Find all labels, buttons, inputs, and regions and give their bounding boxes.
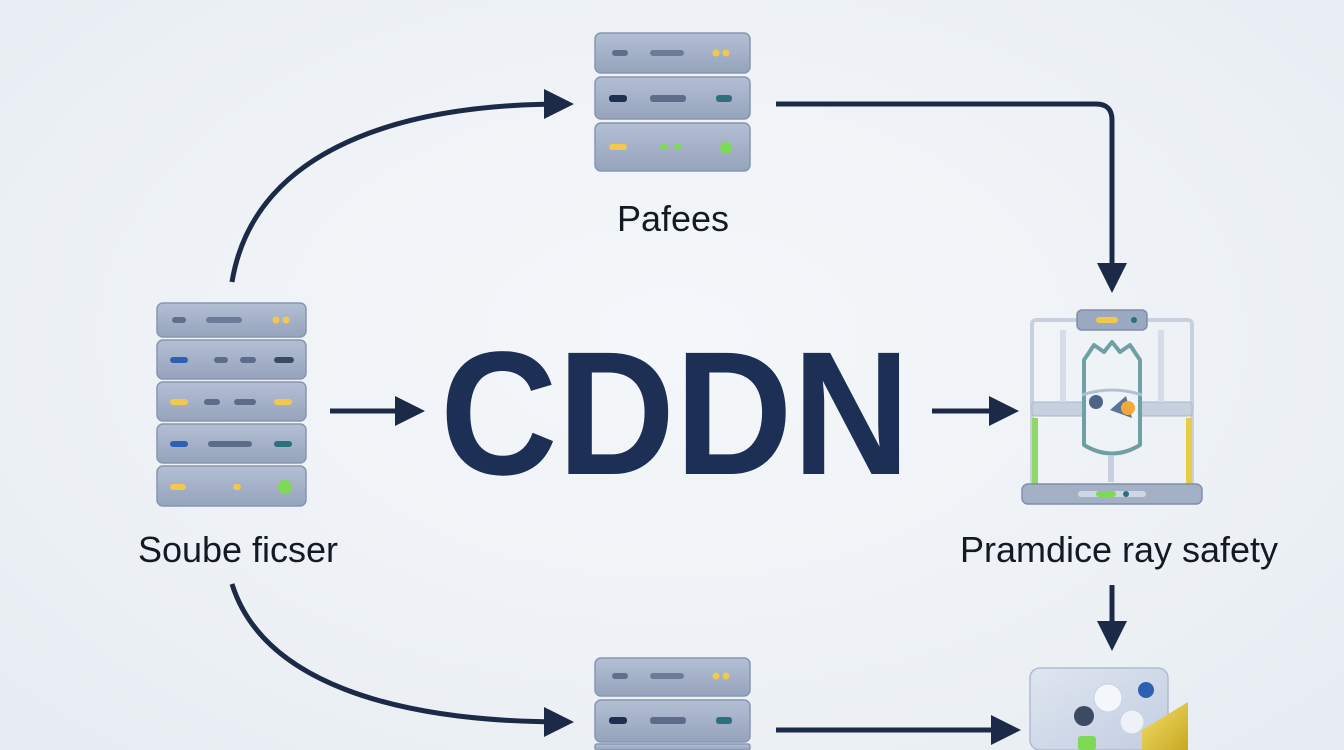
flow-arrows [229,89,1127,745]
right-node-label: Pramdice ray safety [960,529,1278,570]
server-stack-icon [594,32,751,172]
center-label: CDDN [440,316,910,512]
app-tile-icon [1029,667,1188,750]
source-node-label: Soube ficser [138,529,338,570]
security-device-icon [1021,309,1203,505]
arrow-source-to-top [229,89,574,283]
server-rack-icon [156,302,307,507]
arrow-source-to-bottom [229,583,574,737]
bottom-server-stack-icon [594,657,751,750]
top-node-label: Pafees [617,198,729,239]
arrow-top-to-right [776,101,1127,293]
